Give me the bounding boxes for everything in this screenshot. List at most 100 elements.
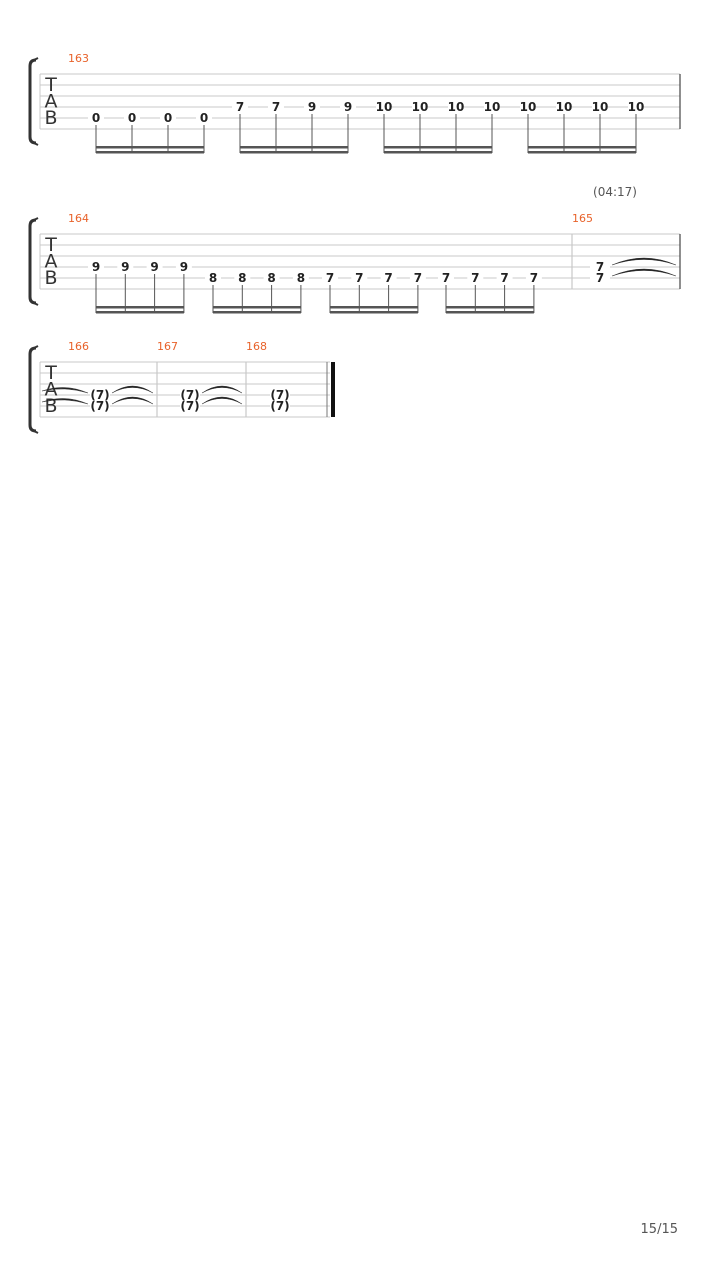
final-barline-thick <box>331 362 335 417</box>
beam-secondary <box>384 151 492 154</box>
fret-number: 10 <box>592 100 609 114</box>
fret-bg <box>124 112 140 124</box>
fret-bg <box>90 389 110 401</box>
fret-number: 0 <box>128 111 136 125</box>
fret-bg <box>520 101 536 113</box>
fret-bg <box>590 261 610 273</box>
measure-number: 166 <box>68 340 89 353</box>
tie-arc <box>611 257 677 266</box>
fret-bg <box>268 101 284 113</box>
fret-number: 7 <box>442 271 450 285</box>
beam-secondary <box>213 311 301 314</box>
fret-number: (7) <box>270 388 289 402</box>
measure-number: 163 <box>68 52 89 65</box>
beam-primary <box>240 146 348 149</box>
fret-bg <box>180 400 200 412</box>
beam-primary <box>384 146 492 149</box>
fret-bg <box>412 101 428 113</box>
time-marker: (04:17) <box>593 185 637 199</box>
beam-primary <box>96 146 204 149</box>
bracket-top-hook <box>29 217 39 223</box>
fret-bg <box>180 389 200 401</box>
tab-clef-letter: T <box>44 362 57 384</box>
fret-number: 10 <box>556 100 573 114</box>
beam-primary <box>330 306 418 309</box>
fret-bg <box>175 261 192 273</box>
fret-bg <box>232 101 248 113</box>
fret-bg <box>484 101 500 113</box>
beam-secondary <box>528 151 636 154</box>
fret-number: 9 <box>150 260 158 274</box>
fret-bg <box>496 272 513 284</box>
bracket-bottom-hook <box>29 428 39 434</box>
measure-number: 165 <box>572 212 593 225</box>
measure-number: 164 <box>68 212 89 225</box>
fret-number: 7 <box>471 271 479 285</box>
bracket-top-hook <box>29 57 39 63</box>
measure: 166(7)(7) <box>41 340 158 417</box>
fret-bg <box>196 112 212 124</box>
fret-bg <box>525 272 542 284</box>
fret-bg <box>438 272 454 284</box>
tab-clef-letter: T <box>44 234 57 256</box>
fret-bg <box>117 261 134 273</box>
tie-arc <box>201 385 243 394</box>
tie-arc <box>611 268 677 277</box>
fret-number: 8 <box>209 271 217 285</box>
fret-bg <box>467 272 484 284</box>
tie-arc <box>111 385 154 394</box>
system-bracket <box>28 346 37 433</box>
fret-bg <box>590 272 610 284</box>
fret-number: (7) <box>270 399 289 413</box>
fret-number: (7) <box>90 388 109 402</box>
fret-number: 0 <box>92 111 100 125</box>
fret-bg <box>234 272 251 284</box>
bracket-top-hook <box>29 345 39 351</box>
tie-arc <box>201 396 243 405</box>
beam-primary <box>528 146 636 149</box>
measure: 167(7)(7) <box>157 340 247 417</box>
fret-number: 8 <box>267 271 275 285</box>
tab-clef-letter: B <box>44 267 57 289</box>
fret-number: 7 <box>596 271 604 285</box>
tab-clef-letter: A <box>45 91 58 113</box>
beam-secondary <box>96 151 204 154</box>
tab-clef-letter: B <box>44 107 57 129</box>
fret-bg <box>409 272 426 284</box>
beam-secondary <box>240 151 348 154</box>
fret-bg <box>205 272 221 284</box>
fret-number: 7 <box>500 271 508 285</box>
fret-bg <box>270 389 290 401</box>
fret-number: 10 <box>412 100 429 114</box>
fret-bg <box>160 112 176 124</box>
system-bracket <box>28 218 37 305</box>
beam-secondary <box>96 311 184 314</box>
fret-bg <box>628 101 644 113</box>
tab-clef-letter: B <box>44 395 57 417</box>
fret-bg <box>351 272 368 284</box>
fret-number: 9 <box>180 260 188 274</box>
fret-bg <box>592 101 608 113</box>
fret-number: 10 <box>520 100 537 114</box>
fret-bg <box>322 272 338 284</box>
fret-bg <box>556 101 572 113</box>
fret-number: 7 <box>596 260 604 274</box>
fret-bg <box>448 101 464 113</box>
beam-secondary <box>446 311 534 314</box>
bracket-bottom-hook <box>29 300 39 306</box>
fret-number: 10 <box>376 100 393 114</box>
tab-clef-letter: A <box>45 251 58 273</box>
fret-number: 10 <box>484 100 501 114</box>
fret-number: 7 <box>326 271 334 285</box>
measure-number: 167 <box>157 340 178 353</box>
beam-primary <box>96 306 184 309</box>
fret-number: 9 <box>308 100 316 114</box>
